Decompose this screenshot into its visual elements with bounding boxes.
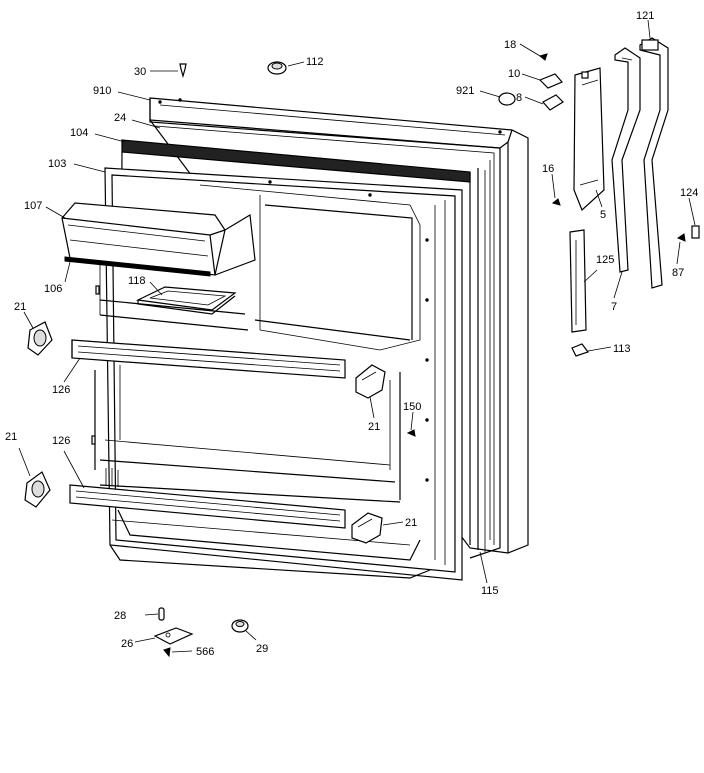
upper-shelf-rail (71, 339, 346, 379)
shelf-bracket-right-lower (351, 512, 383, 544)
callout-104: 104 (70, 127, 88, 139)
part-124 (691, 225, 700, 239)
screw-16 (551, 198, 561, 206)
callout-5: 5 (600, 209, 606, 221)
callout-30: 30 (134, 66, 146, 78)
callout-28: 28 (114, 610, 126, 622)
pin-28 (158, 607, 165, 621)
screw-87 (676, 233, 686, 242)
shelf-bracket-left-upper (27, 321, 53, 356)
lower-shelf-rail (69, 484, 346, 529)
callout-112: 112 (306, 56, 324, 68)
callout-labels: 121 18 10 921 8 16 5 124 87 125 7 113 30… (5, 10, 698, 658)
shelf-bracket-left-lower (24, 471, 51, 508)
callout-26: 26 (121, 638, 133, 650)
callout-118: 118 (128, 275, 146, 287)
callout-29: 29 (256, 643, 268, 655)
screw-30 (179, 63, 187, 79)
part-113 (571, 343, 589, 357)
hinge-cover-5 (573, 67, 605, 212)
shelf-bracket-right-upper (355, 364, 386, 399)
leader-lines (18, 19, 696, 653)
callout-126-upper: 126 (52, 384, 70, 396)
callout-18: 18 (504, 39, 516, 51)
callout-107: 107 (24, 200, 42, 212)
callout-21-lower-right: 21 (405, 517, 417, 529)
callout-8: 8 (516, 92, 522, 104)
door-gasket (149, 119, 501, 559)
callout-126-lower: 126 (52, 435, 70, 447)
callout-7: 7 (611, 301, 617, 313)
callout-21-lower-left: 21 (5, 431, 17, 443)
part-150 (406, 429, 416, 437)
callout-106: 106 (44, 283, 62, 295)
dairy-compartment-door (61, 202, 256, 277)
callout-921: 921 (456, 85, 474, 97)
callout-87: 87 (672, 267, 684, 279)
screw-566 (163, 647, 171, 658)
callout-16: 16 (542, 163, 554, 175)
callout-566: 566 (196, 646, 214, 658)
callout-124: 124 (680, 187, 698, 199)
callout-150: 150 (403, 401, 421, 413)
plug-112 (267, 61, 287, 75)
callout-21-upper-left: 21 (14, 301, 26, 313)
cap-29 (231, 619, 249, 633)
callout-10: 10 (508, 68, 520, 80)
bracket-26 (153, 627, 194, 645)
callout-24: 24 (114, 112, 126, 124)
callout-115: 115 (481, 585, 499, 597)
callout-125: 125 (596, 254, 614, 266)
handle-121 (639, 37, 669, 289)
callout-910: 910 (93, 85, 111, 97)
part-8 (542, 94, 564, 111)
callout-21-upper-right: 21 (368, 421, 380, 433)
callout-103: 103 (48, 158, 66, 170)
bracket-10 (538, 73, 563, 89)
callout-113: 113 (613, 343, 631, 355)
butter-tray (135, 286, 237, 315)
trim-125 (569, 229, 587, 333)
callout-121: 121 (636, 10, 654, 22)
handle-7 (611, 47, 641, 273)
screw-18 (538, 53, 548, 61)
cap-921 (498, 92, 516, 106)
